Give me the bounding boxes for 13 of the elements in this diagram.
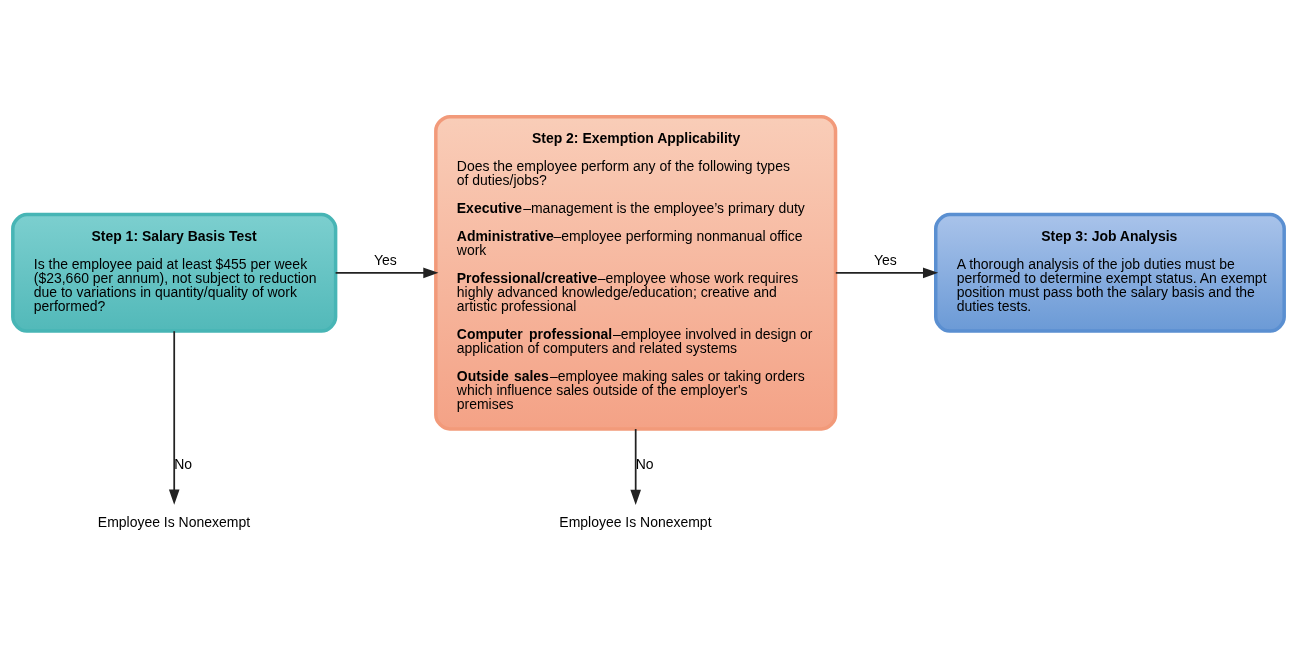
edge-label: No: [174, 456, 193, 473]
node-box: Step 2: Exemption Applicability Does the employee perform any of the following types of duties/jobs? Executive–management is the employee’s primary duty Administrative–employee performing nonmanual office work Professional/creative–employee whose work requires highly advanced knowledge/education; creative and artistic professional Computer professional–employee involved in design or application of computers and related systems Outside sales–employee making sales or taking orders which influence sales outside of the employer's premises: [434, 114, 838, 431]
node-text: Employee Is Nonexempt: [97, 513, 251, 530]
arrow: [334, 267, 439, 279]
node-box: Step 3: Job Analysis A thorough analysis of the job duties must be performed to determine exempt status. An exempt position must pass both the salary basis and the duties tests.: [934, 212, 1286, 333]
arrow: [630, 428, 641, 505]
arrow: [168, 330, 180, 505]
node-box: Step 1: Salary Basis Test Is the employee paid at least $455 per week ($23,660 per annum), not subject to reduction due to variations in quantity/quality of work performed?: [11, 212, 338, 333]
node-text: Employee Is Nonexempt: [559, 513, 712, 530]
edge-label: Yes: [873, 252, 897, 269]
edge-label: Yes: [374, 252, 397, 269]
arrow: [834, 267, 939, 279]
edge-label: No: [635, 456, 654, 473]
